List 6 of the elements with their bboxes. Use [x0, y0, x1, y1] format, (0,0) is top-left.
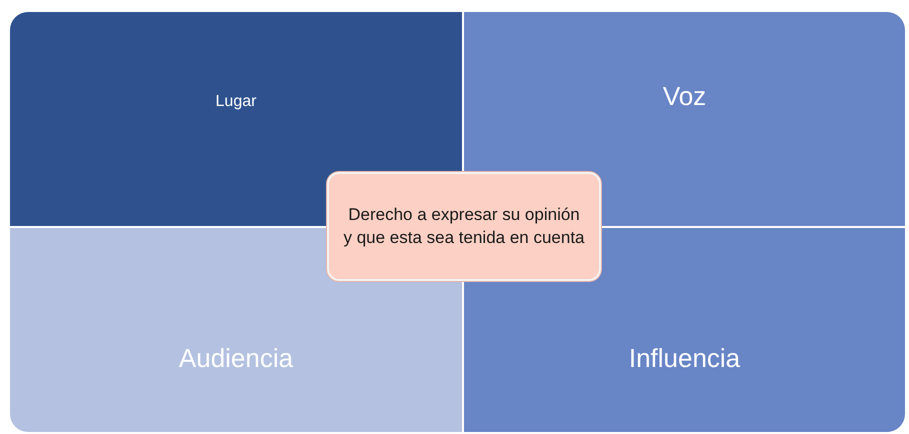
node-label: Audiencia	[178, 342, 294, 375]
node-label: Voz	[662, 80, 706, 113]
node-label: Influencia	[628, 342, 740, 375]
center-box	[327, 172, 601, 281]
node-label: Lugar	[216, 92, 256, 112]
node-label: Derecho a expresar su opinión y que esta sea tenida en cuenta	[343, 204, 585, 248]
